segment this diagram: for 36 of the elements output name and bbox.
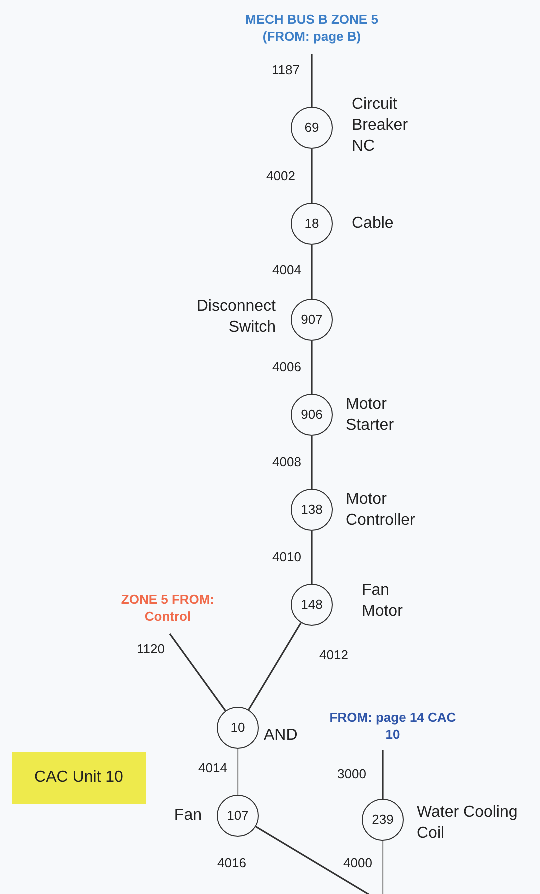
device-name: Motor Controller: [346, 490, 416, 531]
wire-number: 4008: [272, 456, 302, 468]
wire-number: 4000: [344, 856, 372, 870]
connector-line: [311, 54, 313, 107]
wire-number: 4010: [272, 550, 302, 564]
device-name: Circuit Breaker NC: [352, 95, 410, 157]
connector-line: [169, 634, 226, 712]
connector-line: [311, 436, 313, 489]
connector-line: [311, 245, 313, 299]
connector-line: [311, 341, 313, 394]
wire-number: 4016: [218, 856, 246, 870]
wire-number: 4002: [266, 170, 296, 182]
device-name: Fan: [173, 806, 202, 826]
source-label: ZONE 5 FROM: Control: [98, 588, 238, 628]
wire-number: 3000: [338, 768, 366, 780]
connector-line: [248, 622, 302, 710]
connector-line: [382, 750, 384, 799]
connector-line: [311, 149, 313, 203]
device-name: Disconnect Switch: [196, 297, 276, 338]
wire-number: 4004: [272, 264, 302, 276]
device-name: Cable: [352, 214, 395, 234]
device-name: Fan Motor: [362, 581, 404, 622]
wire-number: 4006: [272, 360, 302, 374]
connector-line: [382, 841, 384, 894]
connector-line: [311, 531, 313, 584]
connector-line: [237, 749, 239, 795]
device-name: AND: [264, 726, 299, 746]
wire-number: 4012: [320, 648, 348, 662]
unit-label-box: CAC Unit 10: [12, 752, 146, 804]
wire-number: 4014: [198, 762, 228, 774]
wire-number: 1120: [137, 642, 165, 656]
source-label: MECH BUS B ZONE 5 (FROM: page B): [222, 8, 402, 48]
source-label: FROM: page 14 CAC 10: [323, 706, 463, 746]
wire-number: 1187: [272, 64, 300, 76]
device-name: Motor Starter: [346, 395, 396, 436]
device-name: Water Cooling Coil: [417, 803, 519, 844]
